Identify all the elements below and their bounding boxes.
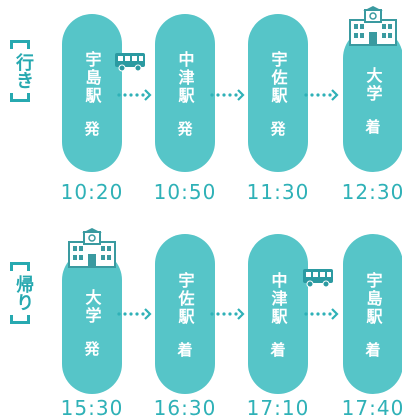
stop-name: 大学: [363, 66, 383, 103]
stop-name: 中津駅: [268, 271, 288, 326]
dotted-arrow-icon: [304, 89, 339, 101]
outbound-label-text: 行き: [13, 53, 34, 89]
stop-verb: 発: [82, 120, 101, 136]
school-building-icon: [349, 6, 397, 46]
stop-nakatsu-arrive: 中津駅 着: [248, 234, 308, 394]
stop-university-arrive: 大学 着: [343, 28, 402, 172]
dotted-arrow-icon: [117, 308, 152, 320]
stop-usa-depart: 宇佐駅 発: [248, 14, 308, 172]
return-label: 帰り: [8, 262, 34, 324]
stop-verb: 着: [268, 341, 287, 357]
stop-utashima-arrive: 宇島駅 着: [343, 234, 402, 394]
stop-name: 宇島駅: [82, 50, 102, 105]
bus-icon: [303, 269, 333, 288]
bus-icon: [115, 53, 145, 72]
time-label: 16:30: [153, 396, 217, 420]
stop-verb: 発: [175, 120, 194, 136]
outbound-label: 行き: [8, 40, 34, 102]
time-label: 15:30: [60, 396, 124, 420]
stop-name: 宇佐駅: [268, 50, 288, 105]
stop-verb: 発: [82, 340, 101, 356]
school-building-icon: [68, 228, 116, 268]
stop-name: 宇島駅: [363, 271, 383, 326]
stop-nakatsu-depart: 中津駅 発: [155, 14, 215, 172]
stop-verb: 発: [268, 120, 287, 136]
time-label: 10:20: [60, 180, 124, 204]
time-label: 17:40: [341, 396, 402, 420]
stop-usa-arrive: 宇佐駅 着: [155, 234, 215, 394]
dotted-arrow-icon: [210, 89, 245, 101]
stop-utashima-depart: 宇島駅 発: [62, 14, 122, 172]
dotted-arrow-icon: [210, 308, 245, 320]
time-label: 10:50: [153, 180, 217, 204]
time-label: 17:10: [246, 396, 310, 420]
time-label: 12:30: [341, 180, 402, 204]
stop-name: 中津駅: [175, 50, 195, 105]
stop-name: 宇佐駅: [175, 271, 195, 326]
stop-university-depart: 大学 発: [62, 250, 122, 394]
stop-name: 大学: [82, 288, 102, 325]
time-label: 11:30: [246, 180, 310, 204]
dotted-arrow-icon: [117, 89, 152, 101]
stop-verb: 着: [175, 341, 194, 357]
stop-verb: 着: [363, 118, 382, 134]
return-label-text: 帰り: [13, 275, 34, 311]
dotted-arrow-icon: [304, 308, 339, 320]
return-section: 帰り 大学 発 宇佐駅 着 中津駅 着 宇島駅 着: [0, 210, 402, 420]
outbound-section: 行き 宇島駅 発 中津駅 発 宇佐駅 発 大学 着: [8, 6, 402, 204]
stop-verb: 着: [363, 341, 382, 357]
